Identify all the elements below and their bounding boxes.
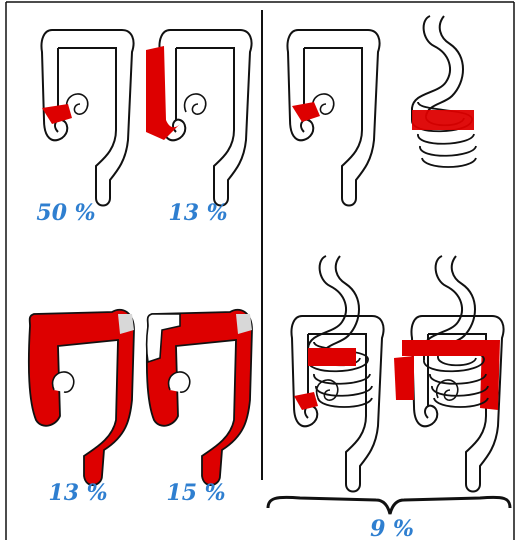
colon-panel-1 [41,30,133,206]
lesion-region [147,310,252,485]
lesion-region [42,104,72,124]
percent-label: 13 % [48,480,107,506]
lesion-region [29,310,134,485]
lesion-region [394,356,414,400]
lesion-region [146,46,180,140]
lesion-region [412,110,474,130]
colon-panel-5 [147,310,253,485]
percent-label: 9 % [370,516,414,542]
lesion-region [292,102,320,122]
percent-label: 15 % [166,480,225,506]
percent-label: 50 % [36,200,95,226]
stomach-panel-1 [412,16,476,167]
stomach-panel-2 [308,256,372,407]
grouping-brace [268,497,510,514]
lesion-region [402,340,492,356]
colon-panel-2 [146,30,252,206]
percent-label: 13 % [168,200,227,226]
lesion-region [308,348,356,366]
colon-panel-4 [29,310,134,485]
colon-panel-3 [287,30,379,206]
stomach-panel-3 [402,256,492,407]
